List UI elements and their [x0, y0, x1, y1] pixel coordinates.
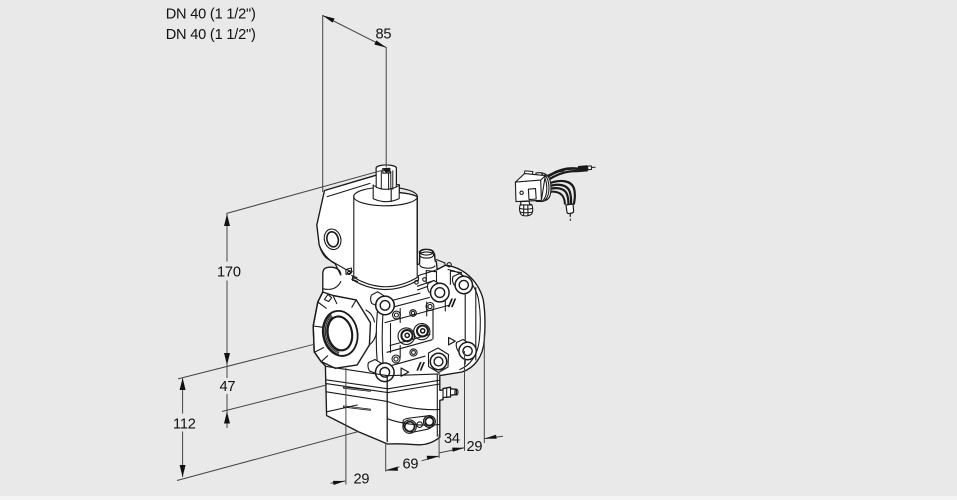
- svg-text:69: 69: [403, 457, 419, 473]
- svg-text:170: 170: [217, 265, 241, 281]
- svg-text:DN 40 (1 1/2"): DN 40 (1 1/2"): [166, 7, 256, 23]
- svg-text:29: 29: [467, 439, 483, 455]
- svg-text:112: 112: [173, 417, 196, 433]
- svg-text:DN 40 (1 1/2"): DN 40 (1 1/2"): [166, 27, 256, 43]
- svg-text:85: 85: [376, 26, 392, 42]
- svg-text:34: 34: [444, 431, 460, 447]
- svg-text:47: 47: [220, 379, 236, 395]
- svg-text:29: 29: [354, 472, 370, 488]
